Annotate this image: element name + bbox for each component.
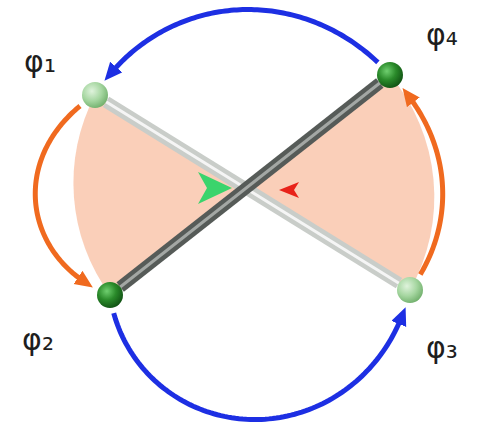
edge-layer — [35, 10, 442, 420]
direction-marks — [198, 172, 299, 204]
atom-label: φ₂ — [22, 323, 54, 358]
rod-highlight — [120, 83, 380, 287]
atom: φ₂ — [97, 282, 123, 308]
atom-shape — [82, 82, 108, 108]
green-arrowhead — [198, 172, 232, 204]
atom-label: φ₁ — [24, 45, 56, 80]
atom-ball — [82, 82, 108, 108]
shaded-wedge — [73, 95, 246, 295]
atom-shape — [377, 62, 403, 88]
curved-arrow — [35, 106, 84, 282]
atom-shape — [397, 277, 423, 303]
atom-label: φ₄ — [426, 18, 458, 53]
edge-group — [409, 96, 443, 274]
curved-arrow — [111, 10, 378, 74]
atom-ball — [97, 282, 123, 308]
shaded-regions — [73, 75, 434, 295]
atom-label: φ₃ — [426, 331, 458, 366]
curved-arrow — [114, 313, 402, 419]
atom: φ₁ — [82, 82, 108, 108]
edge-group — [35, 106, 84, 282]
atom-ball — [397, 277, 423, 303]
edge-group — [120, 83, 380, 287]
edge-group — [114, 313, 402, 419]
curved-arrow — [409, 96, 443, 274]
red-arrowhead — [279, 182, 299, 198]
atom-ball — [377, 62, 403, 88]
atom: φ₃ — [397, 277, 423, 303]
edge-group — [111, 10, 378, 74]
atom-shape — [97, 282, 123, 308]
bond-rod — [120, 83, 380, 287]
atom: φ₄ — [377, 62, 403, 88]
